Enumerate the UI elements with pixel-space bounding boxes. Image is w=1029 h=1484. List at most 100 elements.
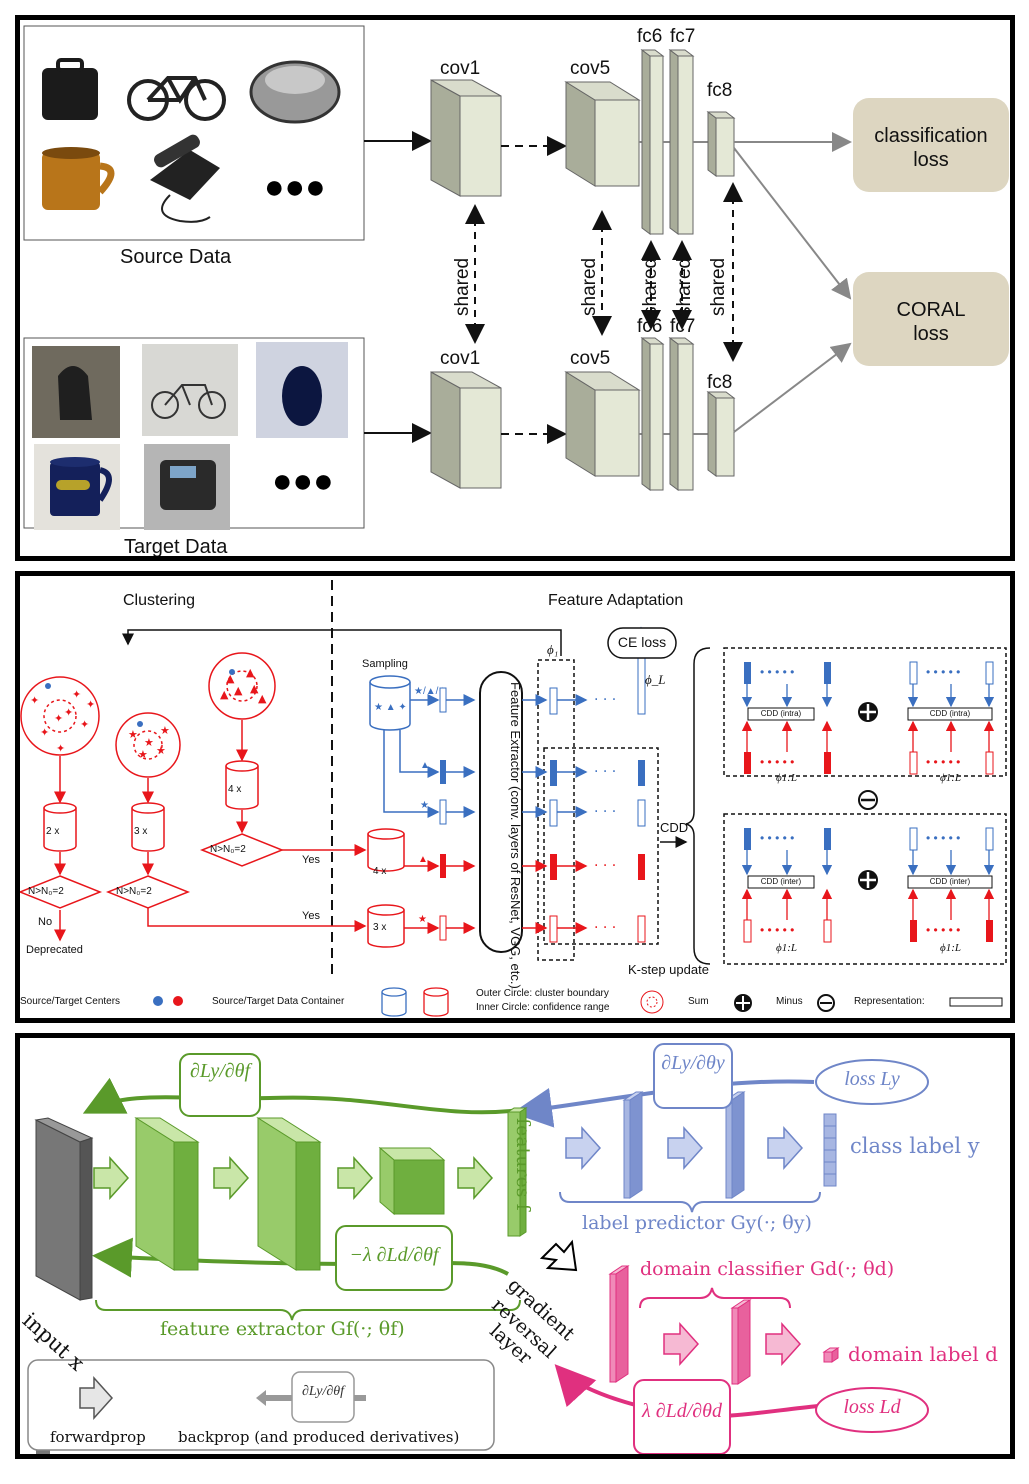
cluster-circle-icon [640, 990, 664, 1014]
count-4-label: 4 x [228, 784, 242, 795]
cdd-intra-box-1 [747, 707, 815, 721]
yes-label-1: Yes [302, 854, 320, 866]
dann-diagram [27, 1043, 929, 1454]
cdd-inter-label-1: CDD (inter) [760, 877, 802, 886]
phi-range-label-3: ϕ1:L [776, 942, 797, 954]
cdd-intra-label-2: CDD (intra) [929, 709, 971, 718]
bottom-cov1-block [430, 371, 502, 489]
backprop-label: backprop (and produced derivatives) [178, 1428, 460, 1446]
label-predictor-layer-2 [724, 1091, 746, 1199]
svg-text:★: ★ [160, 724, 170, 737]
grad-ly-theta-f-label: ∂Ly/∂θf [189, 1060, 251, 1082]
conv-block-3 [378, 1146, 446, 1216]
loss-ly-label: loss Ly [844, 1068, 900, 1090]
top-fc6-block [640, 49, 665, 235]
cdd-inter-group: • • • • •• • • • •• • • • •• • • • • [741, 827, 995, 943]
svg-text:★: ★ [138, 748, 148, 761]
phi-l-label: ϕ_L [645, 672, 666, 687]
count-2-label: 2 x [46, 826, 60, 837]
count-3-right-label: 3 x [373, 922, 387, 933]
cdd-inter-label-2: CDD (inter) [929, 877, 971, 886]
gradient-reversal-arrow [539, 1239, 578, 1272]
class-label-text: class label y [850, 1134, 980, 1158]
count-4-right-label: 4 x [373, 866, 387, 877]
svg-text:✦: ✦ [64, 706, 73, 719]
no-label: No [38, 916, 53, 928]
domain-classifier-label: domain classifier Gd(·; θd) [640, 1258, 895, 1280]
cdd-intra-box-2 [907, 707, 993, 721]
top-fc8-label: fc8 [707, 80, 733, 101]
shared-label-3: shared [640, 257, 661, 316]
svg-text:• • • • •: • • • • • [760, 923, 794, 937]
source-data-caption: Source Data [120, 246, 232, 268]
svg-text:▲: ▲ [250, 682, 259, 695]
target-phone-image [144, 444, 230, 530]
svg-text:• • • • •: • • • • • [760, 755, 794, 769]
target-backpack-image [32, 346, 120, 438]
svg-text:· · ·: · · · [594, 858, 616, 874]
deep-coral-diagram: ●●● ●●● [23, 25, 1009, 530]
svg-text:▲: ▲ [220, 688, 229, 701]
svg-text:• • • • •: • • • • • [926, 755, 960, 769]
source-briefcase-image [42, 58, 98, 120]
shared-label-1: shared [452, 257, 473, 316]
svg-text:• • • • •: • • • • • [926, 923, 960, 937]
lambda-grad-label: λ ∂Ld/∂θd [642, 1400, 722, 1422]
svg-text:✦: ✦ [72, 688, 81, 701]
svg-text:✦: ✦ [54, 712, 63, 725]
svg-text:✦: ✦ [30, 694, 39, 707]
lambda-grad-box [633, 1379, 731, 1454]
k-step-label: K-step update [628, 962, 709, 977]
bottom-fc8-block [706, 391, 736, 477]
legend-box [27, 1359, 495, 1451]
classification-loss-box [853, 98, 1009, 192]
svg-text:✦: ✦ [86, 698, 95, 711]
coral-loss-label: CORAL loss [896, 299, 966, 345]
cluster-adaptation-panel: ✦✦✦✦✦✦✦✦ ★★★★★ ▲▲▲▲▲▲ [15, 571, 1015, 1023]
target-data-caption: Target Data [124, 536, 228, 558]
conv-block-2 [256, 1117, 322, 1271]
domain-label-cube [822, 1347, 840, 1363]
features-label: features f [512, 1118, 534, 1211]
svg-text:★ ▲ ✦: ★ ▲ ✦ [374, 702, 407, 713]
bottom-cov5-block [564, 371, 641, 477]
shared-label-5: shared [708, 257, 729, 316]
loss-ld-label: loss Ld [843, 1396, 901, 1418]
phi-range-label-2: ϕ1:L [940, 772, 961, 784]
grad-ly-theta-y-label: ∂Ly/∂θy [661, 1052, 725, 1074]
top-cov1-block [430, 79, 502, 197]
svg-text:✦: ✦ [56, 742, 65, 755]
svg-text:★/▲/✦: ★/▲/✦ [414, 686, 447, 697]
source-container-icon [381, 987, 407, 1017]
svg-text:✦: ✦ [80, 718, 89, 731]
svg-text:★: ★ [156, 744, 166, 757]
source-phone-image [150, 134, 220, 223]
sampling-label: Sampling [362, 658, 408, 670]
phi-range-label-1: ϕ1:L [776, 772, 797, 784]
target-bicycle-image [142, 344, 238, 436]
svg-text:▲: ▲ [258, 692, 267, 705]
count-3-label: 3 x [134, 826, 148, 837]
feature-adaptation-title: Feature Adaptation [548, 592, 684, 609]
domain-classifier-layer-2 [730, 1299, 752, 1385]
deep-coral-panel: ●●● ●●● [15, 15, 1015, 561]
svg-text:★: ★ [128, 728, 138, 741]
legend-inner: Inner Circle: confidence range [476, 1002, 610, 1013]
legend-outer: Outer Circle: cluster boundary [476, 988, 609, 999]
top-fc8-block [706, 111, 736, 177]
cdd-inter-box-1 [747, 875, 815, 889]
top-fc7-label: fc7 [670, 26, 696, 47]
svg-text:✦: ✦ [40, 726, 49, 739]
domain-label-text: domain label d [848, 1342, 998, 1366]
cond-label-1: N>N₀=2 [28, 886, 64, 897]
bottom-cov5-label: cov5 [570, 348, 611, 369]
target-container-icon [423, 987, 449, 1017]
loss-ld-ellipse [815, 1387, 929, 1433]
sum-icon-2 [858, 870, 878, 890]
legend-minus: Minus [776, 996, 803, 1007]
feature-extractor-label: Feature Extractor (conv. layers of ResNe… [508, 682, 523, 989]
deprecated-label: Deprecated [26, 944, 83, 956]
legend-centers: Source/Target Centers [20, 996, 121, 1007]
source-bicycle-image [127, 76, 226, 121]
bottom-fc7-label: fc7 [670, 316, 696, 337]
